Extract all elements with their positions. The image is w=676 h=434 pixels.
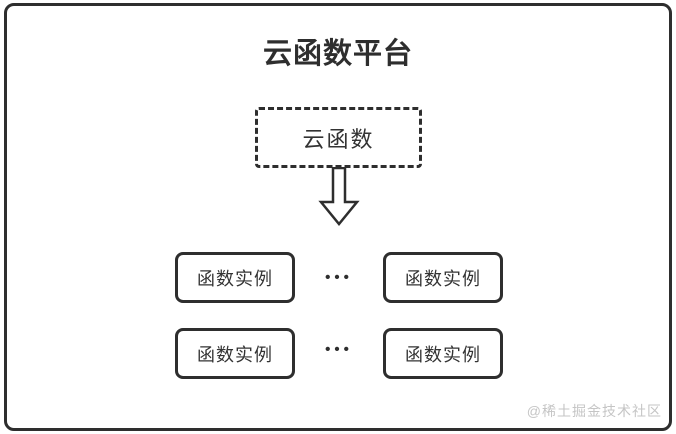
function-instance-node: 函数实例 [175,252,295,303]
function-instance-label: 函数实例 [405,344,481,365]
ellipsis-row-2: ••• [325,341,353,358]
cloud-function-node: 云函数 [255,107,422,168]
function-instance-label: 函数实例 [197,268,273,289]
down-arrow-icon [318,167,360,226]
function-instance-node: 函数实例 [175,328,295,379]
watermark-text: @稀土掘金技术社区 [526,403,662,419]
function-instance-node: 函数实例 [383,328,503,379]
diagram-title: 云函数平台 [262,38,413,70]
function-instance-label: 函数实例 [405,268,481,289]
function-instance-node: 函数实例 [383,252,503,303]
cloud-function-label: 云函数 [302,126,375,152]
ellipsis-row-1: ••• [325,269,353,286]
function-instance-label: 函数实例 [197,344,273,365]
